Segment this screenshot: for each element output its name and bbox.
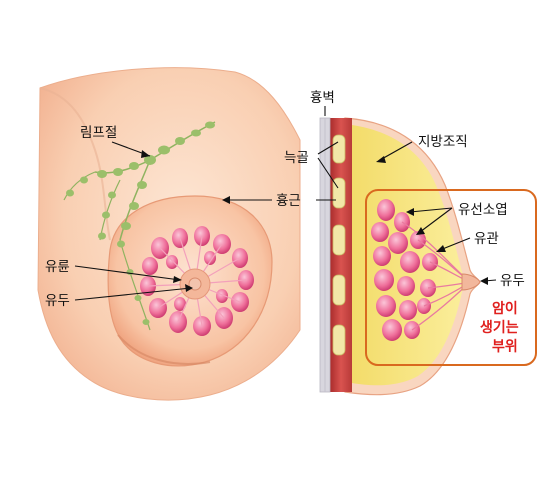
left-torso-illustration: [37, 67, 301, 401]
cancer-site-highlight-box: [365, 189, 537, 366]
label-chest-wall: 흉벽: [310, 90, 335, 106]
lymph-node-chain: [63, 121, 216, 331]
label-fat-tissue: 지방조직: [418, 134, 468, 150]
label-cancer-site-line1: 암이: [492, 300, 518, 317]
label-nipple-left: 유두: [45, 293, 70, 309]
right-nipple: [461, 273, 481, 291]
label-cancer-site-line2: 생기는: [480, 320, 519, 336]
label-rib: 늑골: [284, 150, 309, 166]
cross-section-illustration: [319, 117, 537, 396]
label-cancer-site-line3: 부위: [492, 339, 518, 355]
left-nipple: [188, 277, 202, 291]
label-lymph-node: 림프절: [80, 125, 117, 141]
leader-lines: [74, 106, 497, 301]
lobule-cluster: [371, 199, 438, 341]
label-duct: 유관: [474, 231, 499, 247]
label-pectoral-muscle: 흉근: [276, 193, 301, 209]
label-areola: 유륜: [45, 259, 70, 275]
label-lobule: 유선소엽: [458, 202, 508, 218]
label-nipple-right: 유두: [500, 273, 525, 289]
